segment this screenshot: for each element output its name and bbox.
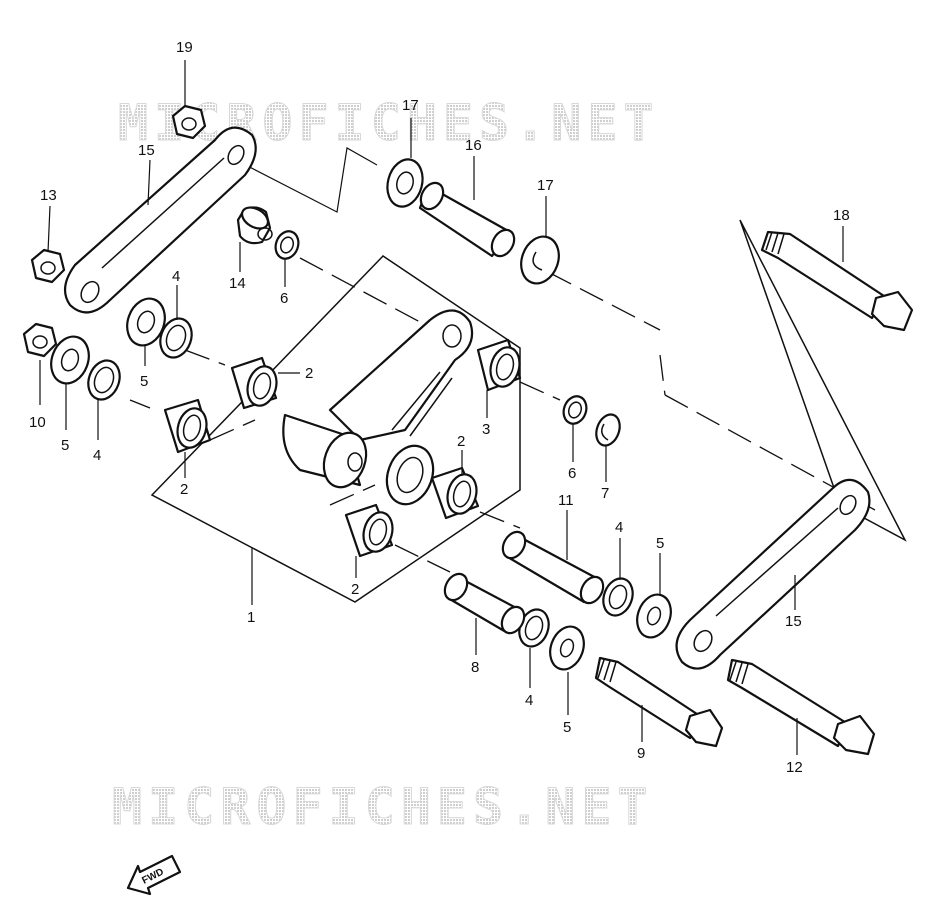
washer-17-right <box>520 235 560 285</box>
link-rod-lower <box>675 478 871 670</box>
callout-2-a: 2 <box>305 365 313 382</box>
callout-17-upper: 17 <box>402 97 419 114</box>
link-rod-upper <box>63 126 257 314</box>
callout-2-b: 2 <box>180 481 188 498</box>
washer-5-bottom <box>549 625 585 671</box>
arrow-left-icon <box>126 854 182 896</box>
fwd-badge: FWD <box>126 854 182 896</box>
seal-4-upper <box>159 317 193 359</box>
callout-12: 12 <box>786 759 803 776</box>
callout-10: 10 <box>29 414 46 431</box>
assembly-lines <box>129 147 876 573</box>
cushion-lever <box>282 309 474 506</box>
sleeve-11 <box>501 530 605 605</box>
callout-4-right: 4 <box>615 519 623 536</box>
bearing-3 <box>476 338 522 392</box>
bolt-9 <box>594 656 724 748</box>
callout-5-upper: 5 <box>140 373 148 390</box>
callout-5-bottom: 5 <box>563 719 571 736</box>
callout-15-upper: 15 <box>138 142 155 159</box>
callout-4-left: 4 <box>93 447 101 464</box>
callout-5-right: 5 <box>656 535 664 552</box>
callout-9: 9 <box>637 745 645 762</box>
callout-18: 18 <box>833 207 850 224</box>
callout-19: 19 <box>176 39 193 56</box>
leader-lines <box>39 60 844 755</box>
seal-4-right <box>602 577 634 617</box>
callout-15-lower: 15 <box>785 613 802 630</box>
callout-labels: 19 15 13 4 5 10 5 4 14 6 17 16 17 18 2 2… <box>29 39 850 776</box>
watermark-bottom: MICROFICHES.NET <box>112 778 654 836</box>
sleeve-16 <box>418 181 516 258</box>
callout-13: 13 <box>40 187 57 204</box>
collar-14 <box>236 206 273 245</box>
callout-4-bottom: 4 <box>525 692 533 709</box>
nut-10 <box>22 322 58 358</box>
callout-6-right: 6 <box>568 465 576 482</box>
bearing-2-a <box>163 398 212 454</box>
callout-17-right: 17 <box>537 177 554 194</box>
bearing-2-c <box>430 466 480 520</box>
ring-6-upper <box>274 230 300 260</box>
watermark-top: MICROFICHES.NET <box>118 94 660 152</box>
callout-6-upper: 6 <box>280 290 288 307</box>
bolt-18-outline <box>739 219 907 542</box>
sleeve-8 <box>443 572 526 635</box>
nut-13 <box>30 248 66 284</box>
bolt-18 <box>760 230 914 332</box>
callout-8: 8 <box>471 659 479 676</box>
seal-4-bottom <box>518 608 550 648</box>
washer-17-upper <box>386 158 424 208</box>
callout-16: 16 <box>465 137 482 154</box>
ring-6-right <box>562 395 588 425</box>
callout-4-upper: 4 <box>172 268 180 285</box>
callout-3: 3 <box>482 421 490 438</box>
callout-11: 11 <box>558 492 574 509</box>
washer-5-left <box>50 335 90 385</box>
washer-5-right <box>636 593 672 639</box>
bearing-2-d <box>344 503 394 558</box>
callout-1: 1 <box>247 609 255 626</box>
callout-5-left: 5 <box>61 437 69 454</box>
callout-2-d: 2 <box>351 581 359 598</box>
callout-14: 14 <box>229 275 246 292</box>
assembly-outline <box>150 255 521 603</box>
callout-7: 7 <box>601 485 609 502</box>
bearing-2-b <box>230 356 278 410</box>
washer-7 <box>595 413 621 447</box>
bolt-12 <box>726 658 876 756</box>
callout-2-c: 2 <box>457 433 465 450</box>
seal-4-left <box>87 359 121 401</box>
